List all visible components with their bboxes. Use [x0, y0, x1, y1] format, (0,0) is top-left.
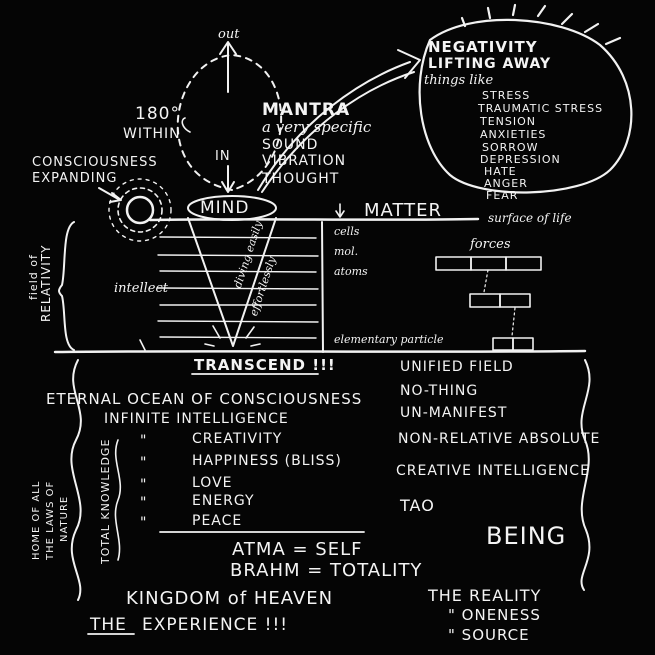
mantra-line-4: THOUGHT	[262, 171, 340, 187]
negativity-title: NEGATIVITY	[428, 38, 538, 56]
love-item: LOVE	[192, 475, 233, 491]
intellect-label: intellect	[114, 281, 168, 296]
negativity-item: FEAR	[486, 189, 519, 202]
home-laws-1: HOME OF ALL	[31, 480, 42, 560]
oneness: " ONENESS	[448, 606, 541, 624]
kingdom-of-heaven: KINGDOM of HEAVEN	[126, 588, 334, 609]
tao: TAO	[400, 496, 435, 515]
negativity-item: TENSION	[480, 115, 537, 128]
happiness-item: HAPPINESS (BLISS)	[192, 453, 342, 469]
matter-divider	[321, 221, 324, 353]
transcend-line	[53, 349, 587, 354]
elementary-particle: elementary particle	[334, 333, 444, 346]
mind-ellipse	[187, 195, 277, 221]
negativity-item: HATE	[484, 165, 517, 178]
forces-boxes	[435, 256, 542, 351]
surface-line	[148, 217, 480, 222]
level-atoms: atoms	[334, 265, 368, 278]
expanding-label: EXPANDING	[32, 171, 118, 186]
ditto-mark: "	[140, 495, 148, 511]
infinite-intelligence: INFINITE INTELLIGENCE	[104, 411, 289, 427]
intellect-lines	[157, 236, 319, 339]
non-relative-absolute: NON-RELATIVE ABSOLUTE	[398, 431, 601, 447]
negativity-item: TRAUMATIC STRESS	[478, 102, 604, 115]
energy-item: ENERGY	[192, 493, 255, 509]
negativity-item: ANXIETIES	[480, 128, 547, 141]
out-label: out	[218, 27, 240, 42]
transcend-label: TRANSCEND !!!	[194, 356, 336, 374]
eternal-ocean-heading: ETERNAL OCEAN OF CONSCIOUSNESS	[46, 390, 363, 408]
unified-field: UNIFIED FIELD	[400, 359, 514, 375]
relativity-label: RELATIVITY	[39, 244, 53, 322]
diving-cone	[187, 217, 277, 347]
mantra-line-1: a very specific	[262, 118, 372, 136]
ditto-mark: "	[140, 455, 148, 471]
home-laws-3: NATURE	[59, 495, 70, 542]
within-degrees: 180°	[135, 104, 180, 124]
right-wave	[580, 359, 591, 591]
un-manifest: UN-MANIFEST	[400, 405, 508, 421]
forces-label: forces	[470, 237, 511, 252]
in-label: IN	[215, 149, 231, 164]
ditto-mark: "	[140, 515, 148, 531]
experience-label: EXPERIENCE !!!	[142, 615, 289, 635]
cloud-rays	[460, 3, 622, 46]
matter-label: MATTER	[364, 200, 442, 221]
consciousness-circle	[125, 195, 155, 225]
no-thing: NO-THING	[400, 383, 479, 399]
creative-intelligence: CREATIVE INTELLIGENCE	[396, 463, 590, 479]
negativity-item: STRESS	[482, 89, 531, 102]
brahm-totality: BRAHM = TOTALITY	[230, 560, 423, 581]
the-label: THE	[90, 615, 127, 635]
peace-item: PEACE	[192, 513, 243, 529]
the-reality: THE REALITY	[428, 586, 542, 605]
mantra-line-2: SOUND	[262, 137, 319, 153]
consciousness-label: CONSCIOUSNESS	[32, 155, 158, 170]
lifting-away: LIFTING AWAY	[428, 56, 552, 72]
things-like: things like	[424, 73, 494, 88]
negativity-item: DEPRESSION	[480, 153, 561, 166]
mind-label: MIND	[200, 198, 250, 218]
negativity-item: ANGER	[484, 177, 528, 190]
source: " SOURCE	[448, 626, 530, 644]
left-wave	[70, 359, 82, 601]
field-of-label: field of	[27, 254, 40, 300]
surface-of-life: surface of life	[488, 211, 572, 225]
creativity-item: CREATIVITY	[192, 431, 283, 447]
level-mol: mol.	[334, 245, 359, 258]
level-cells: cells	[334, 225, 360, 238]
within-label: WITHIN	[123, 126, 181, 142]
negativity-item: SORROW	[482, 141, 539, 154]
being: BEING	[486, 522, 567, 550]
ditto-mark: "	[140, 477, 148, 493]
ditto-mark: "	[140, 433, 148, 449]
atma-self: ATMA = SELF	[232, 539, 363, 560]
total-knowledge-label: TOTAL KNOWLEDGE	[99, 438, 112, 564]
negativity-cloud	[418, 18, 633, 194]
lift-arrow	[257, 61, 411, 191]
within-dashed-loop	[176, 54, 283, 191]
mantra-title: MANTRA	[262, 100, 351, 120]
relativity-brace	[58, 221, 75, 351]
mantra-line-3: VIBRATION	[262, 153, 347, 169]
home-laws-2: THE LAWS OF	[45, 480, 56, 560]
